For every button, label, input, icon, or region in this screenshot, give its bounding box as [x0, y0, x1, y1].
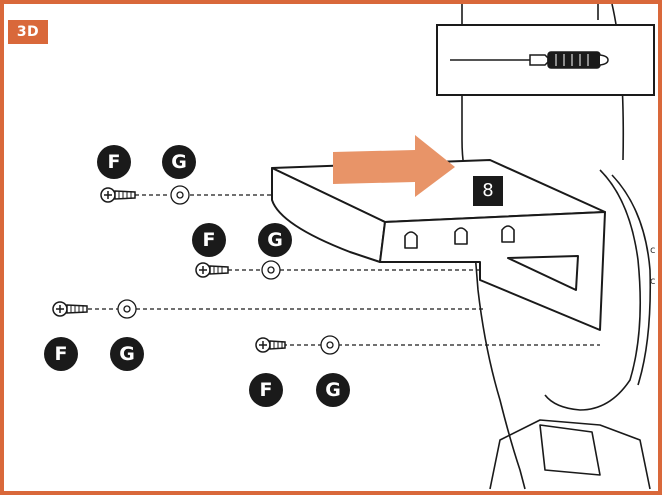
edge-mark: c — [650, 245, 656, 256]
screw-label-f: F — [44, 337, 78, 371]
screw-label-f: F — [97, 145, 131, 179]
screw-label-f: F — [249, 373, 283, 407]
screw — [52, 187, 286, 353]
direction-arrow — [333, 135, 455, 197]
alignment-lines — [88, 194, 600, 346]
screwdriver-tool-box — [436, 24, 655, 96]
washer-label-g: G — [162, 145, 196, 179]
bracket-part — [271, 159, 606, 331]
washer — [117, 185, 340, 355]
edge-mark: c — [650, 276, 656, 287]
washer-label-g: G — [110, 337, 144, 371]
step-label: 3D — [8, 20, 48, 44]
washer-label-g: G — [316, 373, 350, 407]
screw-label-f: F — [192, 223, 226, 257]
part-number-badge: 8 — [473, 176, 503, 206]
washer-label-g: G — [258, 223, 292, 257]
screwdriver-icon — [450, 51, 609, 69]
